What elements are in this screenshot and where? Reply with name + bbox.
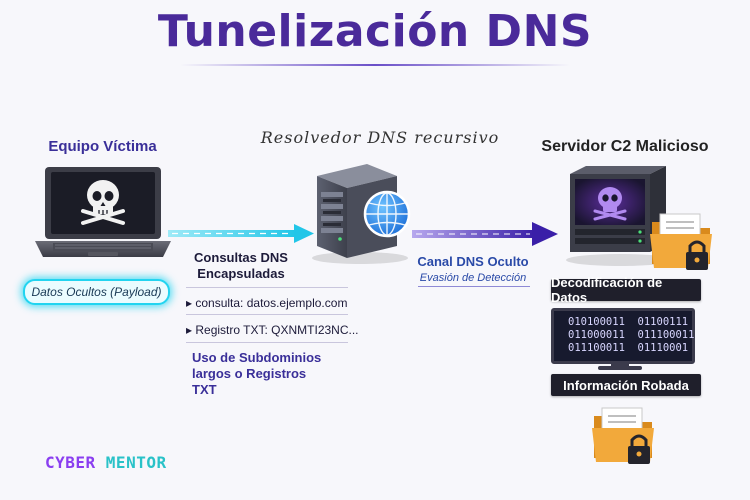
queries-heading: Consultas DNS Encapsuladas [194,250,288,281]
folder-lock-icon [592,407,654,464]
monitor-stand [611,361,629,367]
evasion-underline [418,286,530,287]
laptop-skull-icon [35,167,171,257]
binary-row: 011000011 011100011 [568,329,695,341]
arrow-victim-to-resolver [168,224,314,243]
decode-label: Decodificación de Datos [551,275,701,305]
binary-row: 011100011 01110001 [568,342,689,354]
resolver-title: Resolvedor DNS recursivo [260,128,500,147]
query-line-txt: ▸ Registro TXT: QXNMTI23NC... [186,323,359,337]
binary-row: 010100011 01100111 [568,316,689,328]
server-globe-icon [312,164,411,264]
payload-badge: Datos Ocultos (Payload) [23,279,170,305]
monitor-base [598,366,642,370]
evasion-label: Evasión de Detección [419,272,527,284]
page-title: Tunelización DNS [157,6,593,57]
title-underline [180,64,570,66]
brand-part-cyber: CYBER [45,453,106,472]
query-line-domain: ▸ consulta: datos.ejemplo.com [186,296,348,310]
subdomain-note: Uso de Subdominios largos o Registros TX… [192,350,322,397]
divider [186,287,348,288]
covert-channel-label: Canal DNS Oculto [417,254,529,269]
stolen-info-label: Información Robada [551,374,701,396]
folder-lock-icon [650,213,712,270]
monitor-binary-icon: 010100011 01100111 011000011 011100011 0… [551,308,695,364]
victim-title: Equipo Víctima [48,138,157,155]
brand-part-mentor: MENTOR [105,453,167,472]
c2-server-skull-icon [566,166,674,266]
arrow-resolver-to-c2 [412,222,558,246]
divider [186,314,348,315]
brand-logo: CYBER MENTOR [45,453,167,472]
c2-title: Servidor C2 Malicioso [541,138,709,155]
divider [186,342,348,343]
